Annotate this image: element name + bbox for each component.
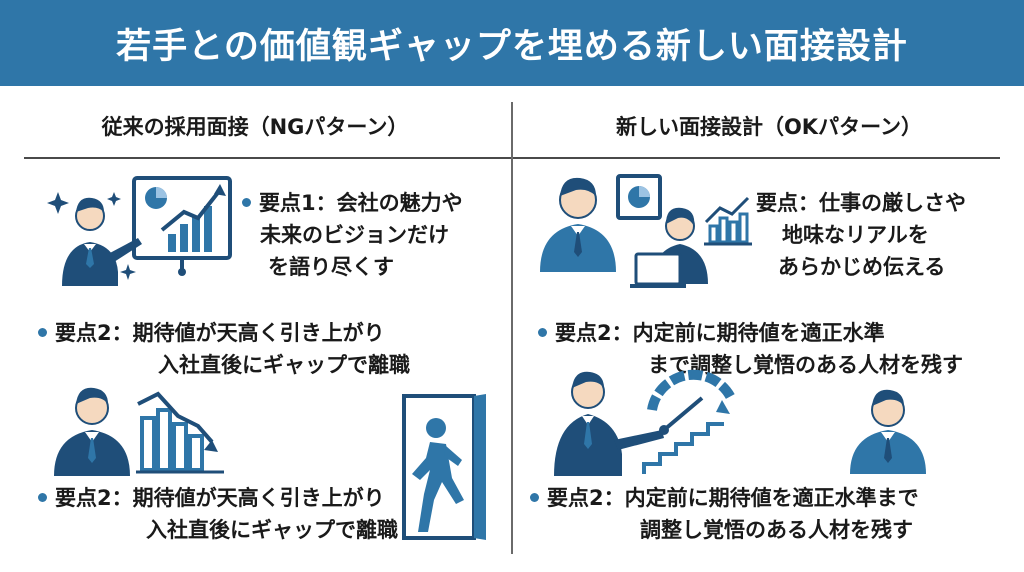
gauge-stairs-icon <box>554 369 737 476</box>
bullet-icon <box>530 492 539 502</box>
right-point-2: 要点2：内定前に期待値を適正水準 まで調整し覚悟のある人材を残す <box>538 317 963 381</box>
interview-icon <box>540 174 752 288</box>
declining-chart-icon <box>54 387 224 476</box>
bullet-icon <box>38 492 47 502</box>
left-column-heading: 従来の採用面接（NGパターン） <box>101 115 409 139</box>
column-divider <box>511 102 513 554</box>
page-title: 若手との価値観ギャップを埋める新しい面接設計 <box>0 0 1024 86</box>
right-column-heading: 新しい面接設計（OKパターン） <box>615 115 923 139</box>
candidate-icon <box>850 389 926 474</box>
exit-door-icon <box>402 394 486 540</box>
bullet-icon <box>242 197 251 207</box>
left-point-1: 要点1：会社の魅力や 未来のビジョンだけ を語り尽くす <box>242 187 463 283</box>
bullet-icon <box>538 327 547 337</box>
left-point-2: 要点2：期待値が天高く引き上がり 入社直後にギャップで離職 <box>38 317 410 381</box>
right-point-1: 要点：仕事の厳しさや 地味なリアルを あらかじめ伝える <box>756 191 966 279</box>
bullet-icon <box>38 327 47 337</box>
right-point-3: 要点2：内定前に期待値を適正水準まで 調整し覚悟のある人材を残す <box>530 482 919 546</box>
left-point-3: 要点2：期待値が天高く引き上がり 入社直後にギャップで離職 <box>38 482 398 546</box>
presenter-chart-icon <box>47 176 232 286</box>
